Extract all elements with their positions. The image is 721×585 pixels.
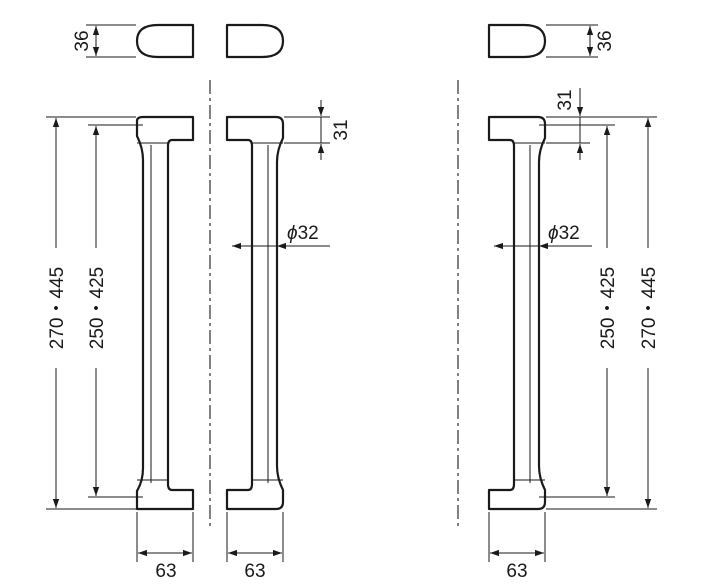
width-label-middle: 63: [244, 561, 265, 582]
inner-length-dimension-left: 250・425: [86, 124, 143, 498]
width-label-right: 63: [506, 561, 527, 582]
cap-step-label-right: 31: [555, 89, 576, 110]
cap-step-dimension-right: 31: [546, 88, 590, 160]
cap-height-dimension-left: 36: [72, 24, 136, 58]
cap-profile-left: [135, 23, 195, 59]
diameter-dimension-right: ϕ32: [494, 223, 592, 250]
cap-profile-middle: [225, 23, 285, 59]
cap-height-dimension-right: 36: [546, 24, 616, 58]
cap-step-dimension-middle: 31: [284, 100, 352, 160]
cap-height-label-left: 36: [72, 30, 93, 51]
diameter-label-right: ϕ32: [548, 223, 580, 244]
width-label-left: 63: [155, 561, 176, 582]
outer-length-label-right: 270・445: [639, 267, 660, 349]
cap-height-label-right: 36: [595, 30, 616, 51]
inner-length-dimension-right: 250・425: [539, 124, 619, 498]
cap-step-label-middle: 31: [331, 119, 352, 140]
handle-front-view-left: [135, 115, 195, 511]
width-dimension-right: 63: [488, 512, 546, 582]
diameter-label-middle: ϕ32: [287, 223, 319, 244]
cap-profile-right: [487, 23, 547, 59]
outer-length-label-left: 270・445: [47, 267, 68, 349]
handle-side-view-right: [487, 115, 547, 511]
outer-length-dimension-right: 270・445: [546, 116, 660, 510]
diameter-dimension-middle: ϕ32: [232, 223, 330, 250]
outer-length-dimension-left: 270・445: [46, 116, 136, 510]
handle-side-view-middle: [225, 115, 285, 511]
width-dimension-middle: 63: [226, 512, 284, 582]
width-dimension-left: 63: [136, 512, 194, 582]
inner-length-label-left: 250・425: [87, 267, 108, 349]
inner-length-label-right: 250・425: [598, 267, 619, 349]
